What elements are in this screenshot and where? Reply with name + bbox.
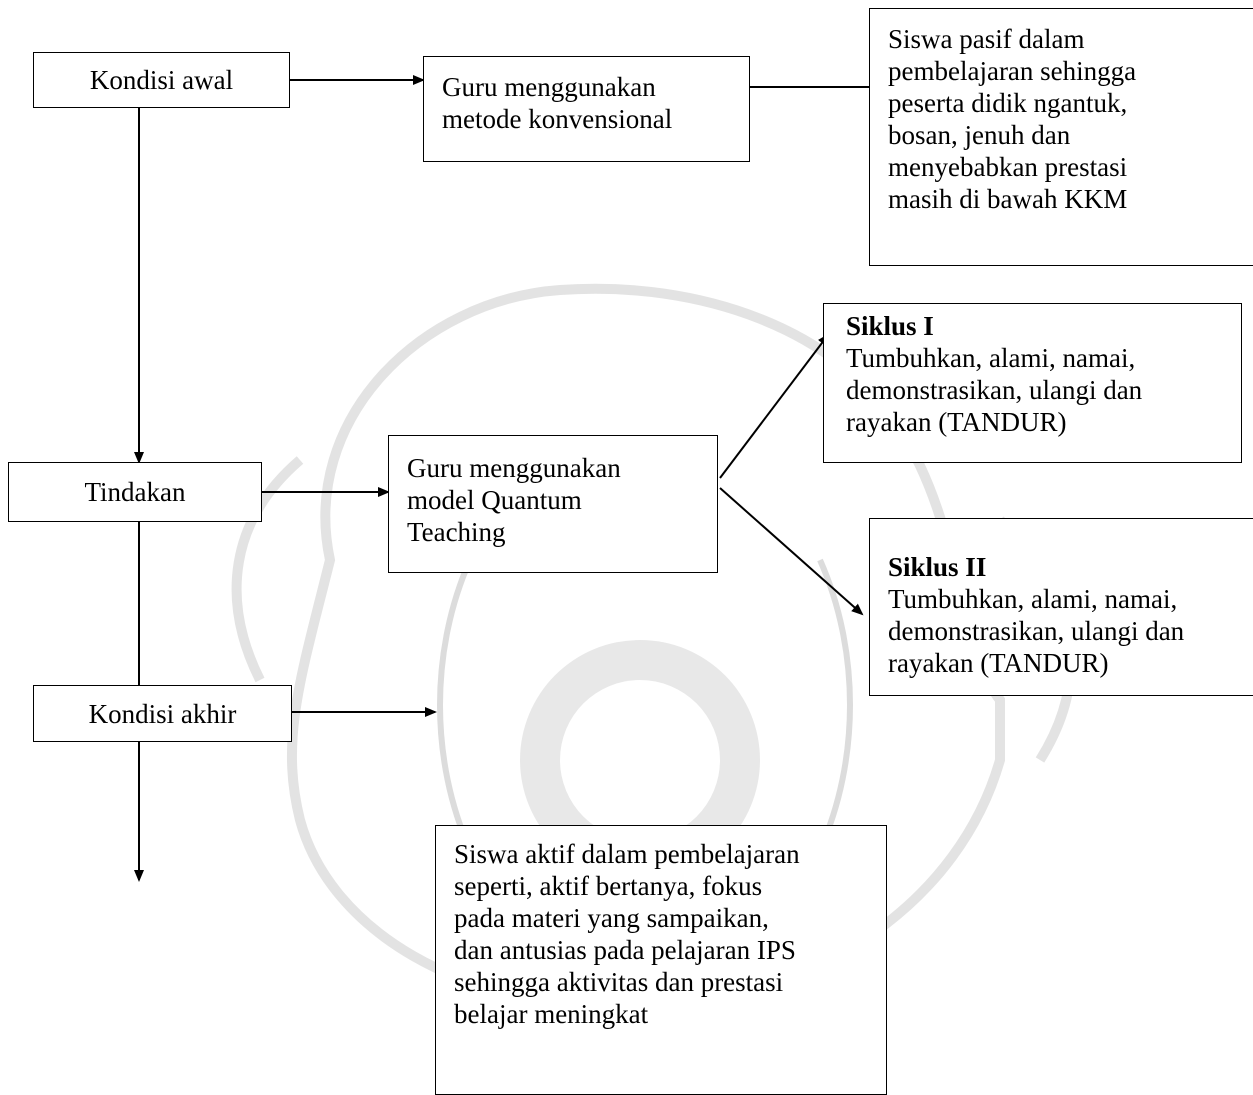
node-siklus-1: Siklus I Tumbuhkan, alami, namai, demons… <box>823 303 1242 463</box>
node-guru-quantum: Guru menggunakan model Quantum Teaching <box>388 435 718 573</box>
node-siklus-1-line: Tumbuhkan, alami, namai, <box>846 343 1136 373</box>
node-tindakan-label: Tindakan <box>84 477 186 507</box>
arrow-quantum-to-siklus2 <box>719 487 864 616</box>
node-siklus-1-line: demonstrasikan, ulangi dan <box>846 375 1143 405</box>
node-siklus-2-line: rayakan (TANDUR) <box>888 648 1109 678</box>
node-siswa-aktif-line: dan antusias pada pelajaran IPS <box>454 935 796 965</box>
node-kondisi-awal-label: Kondisi awal <box>89 65 234 95</box>
node-siklus-2: Siklus II Tumbuhkan, alami, namai, demon… <box>869 518 1253 696</box>
node-guru-quantum-line: Teaching <box>407 517 506 547</box>
node-siswa-aktif: Siswa aktif dalam pembelajaran seperti, … <box>435 825 887 1095</box>
node-siklus-2-line: Tumbuhkan, alami, namai, <box>888 584 1178 614</box>
node-siswa-aktif-line: pada materi yang sampaikan, <box>454 903 769 933</box>
node-siswa-pasif: Siswa pasif dalam pembelajaran sehingga … <box>869 8 1253 266</box>
arrow-quantum-to-siklus1 <box>719 333 830 479</box>
node-siswa-pasif-line: bosan, jenuh dan <box>888 120 1071 150</box>
node-siswa-aktif-line: belajar meningkat <box>454 999 649 1029</box>
node-siswa-pasif-line: Siswa pasif dalam <box>888 24 1085 54</box>
node-siswa-pasif-line: masih di bawah KKM <box>888 184 1128 214</box>
node-siswa-aktif-line: sehingga aktivitas dan prestasi <box>454 967 784 997</box>
node-siklus-1-line: rayakan (TANDUR) <box>846 407 1067 437</box>
node-guru-quantum-line: Guru menggunakan <box>407 453 621 483</box>
node-siswa-pasif-line: menyebabkan prestasi <box>888 152 1128 182</box>
node-guru-konvensional-line: Guru menggunakan <box>442 72 656 102</box>
node-kondisi-akhir: Kondisi akhir <box>33 685 292 742</box>
node-guru-konvensional: Guru menggunakan metode konvensional <box>423 56 750 162</box>
node-siklus-2-title: Siklus II <box>888 552 987 582</box>
node-siswa-pasif-line: peserta didik ngantuk, <box>888 88 1128 118</box>
node-siswa-pasif-line: pembelajaran sehingga <box>888 56 1137 86</box>
node-kondisi-akhir-label: Kondisi akhir <box>88 698 237 729</box>
node-siklus-1-title: Siklus I <box>846 311 934 341</box>
node-siswa-aktif-line: Siswa aktif dalam pembelajaran <box>454 839 800 869</box>
node-tindakan: Tindakan <box>8 462 262 522</box>
node-siklus-2-line: demonstrasikan, ulangi dan <box>888 616 1185 646</box>
node-kondisi-awal: Kondisi awal <box>33 52 290 108</box>
node-siswa-aktif-line: seperti, aktif bertanya, fokus <box>454 871 763 901</box>
node-guru-konvensional-line: metode konvensional <box>442 104 673 134</box>
node-guru-quantum-line: model Quantum <box>407 485 582 515</box>
